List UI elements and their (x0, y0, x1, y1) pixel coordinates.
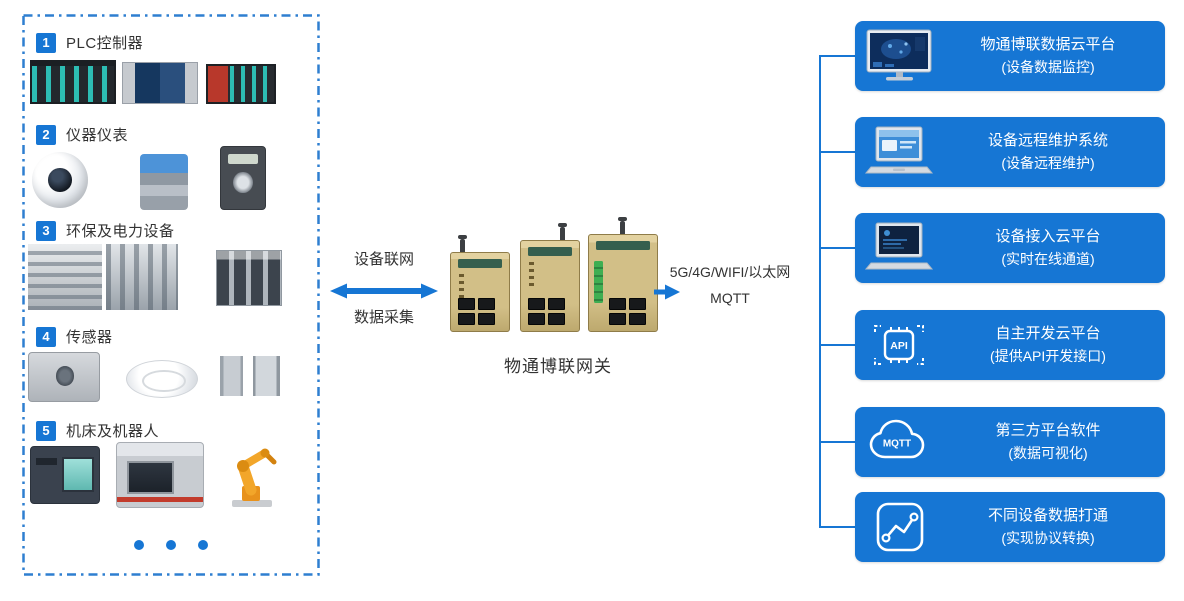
category-number: 3 (36, 220, 56, 241)
card-title: 第三方平台软件 (995, 422, 1101, 439)
category-instruments: 2 仪器仪表 (36, 124, 128, 145)
category-number: 4 (36, 326, 56, 347)
network-label: 5G/4G/WIFI/以太网 (669, 264, 791, 280)
connector-branch (819, 55, 855, 57)
category-label: 传感器 (66, 329, 113, 346)
card-subtitle: (设备数据监控) (1001, 59, 1095, 75)
gateway-body (450, 252, 510, 332)
right-arrow-icon (654, 284, 680, 300)
card-data-interworking: 不同设备数据打通 (实现协议转换) (855, 492, 1165, 562)
cnc-machine-image (116, 442, 204, 508)
plc-module-image (122, 62, 198, 104)
card-data-cloud-platform: 物通博联数据云平台 (设备数据监控) (855, 21, 1165, 91)
card-title: 设备接入云平台 (995, 228, 1101, 245)
terminal-block (594, 261, 603, 303)
gateway-ports (528, 298, 572, 325)
camera-image (32, 152, 88, 208)
antenna-icon (458, 235, 467, 253)
connector-branch (819, 151, 855, 153)
cnc-lathe-image (30, 446, 100, 504)
card-subtitle: (实现协议转换) (1001, 530, 1095, 546)
gateway-leds (459, 274, 464, 300)
category-plc: 1 PLC控制器 (36, 32, 143, 53)
control-valve-image (140, 154, 188, 210)
gateway-device-3 (588, 217, 658, 332)
power-plant-image (106, 244, 178, 310)
card-third-party-software: MQTT 第三方平台软件 (数据可视化) (855, 407, 1165, 477)
connector-branch (819, 247, 855, 249)
gateway-ports (458, 298, 502, 325)
mqtt-cloud-icon: MQTT (855, 415, 943, 469)
category-machines-robots: 5 机床及机器人 (36, 420, 159, 441)
gateway-device-2 (520, 223, 580, 332)
uplink-label: 设备联网 (353, 251, 414, 268)
category-label: 机床及机器人 (66, 423, 160, 440)
antenna-icon (618, 217, 627, 235)
svg-text:MQTT: MQTT (883, 439, 911, 450)
card-title: 设备远程维护系统 (987, 132, 1108, 149)
category-label: 环保及电力设备 (66, 223, 175, 240)
gateway-leds (529, 262, 534, 288)
ellipsis-dot (134, 540, 144, 550)
magnetic-sensor-image (220, 356, 280, 396)
card-subtitle: (提供API开发接口) (990, 348, 1106, 364)
category-label: 仪器仪表 (66, 127, 129, 144)
gateway-device-1 (450, 235, 510, 332)
svg-text:API: API (890, 340, 908, 352)
card-title: 物通博联数据云平台 (980, 36, 1116, 53)
card-self-developed-api: API 自主开发云平台 (提供API开发接口) (855, 310, 1165, 380)
chart-line-icon (855, 500, 943, 554)
category-environment-power: 3 环保及电力设备 (36, 220, 175, 241)
card-remote-maintenance: 设备远程维护系统 (设备远程维护) (855, 117, 1165, 187)
downlink-label: 数据采集 (353, 309, 414, 326)
card-title: 自主开发云平台 (995, 325, 1101, 342)
api-chip-icon: API (855, 318, 943, 372)
robot-arm-image (220, 436, 286, 508)
gateway-logo (596, 241, 650, 250)
plc-rack-image (30, 60, 116, 104)
category-number: 1 (36, 32, 56, 53)
energy-meter-image (220, 146, 266, 210)
monitor-dashboard-icon (855, 29, 943, 83)
gateway-ports (609, 298, 650, 325)
ellipsis-dot (198, 540, 208, 550)
card-subtitle: (实时在线通道) (1001, 251, 1095, 267)
category-label: PLC控制器 (66, 35, 144, 52)
electric-cabinet-image (216, 250, 282, 306)
connector-trunk (819, 55, 821, 527)
antenna-icon (558, 223, 567, 241)
category-number: 2 (36, 124, 56, 145)
ellipsis-dot (166, 540, 176, 550)
bidirectional-arrow-icon (330, 283, 438, 299)
card-device-access: 设备接入云平台 (实时在线通道) (855, 213, 1165, 283)
connector-branch (819, 441, 855, 443)
gateway-caption: 物通博联网关 (504, 357, 612, 376)
card-subtitle: (设备远程维护) (1001, 155, 1095, 171)
connector-branch (819, 344, 855, 346)
sensor-box-image (28, 352, 100, 402)
smoke-detector-image (126, 360, 198, 398)
category-number: 5 (36, 420, 56, 441)
plc-compact-image (206, 64, 276, 104)
gateway-body (588, 234, 658, 332)
dashed-border (22, 14, 320, 576)
gateway-logo (458, 259, 502, 268)
category-sensors: 4 传感器 (36, 326, 113, 347)
gateway-body (520, 240, 580, 332)
laptop-terminal-icon (855, 221, 943, 275)
protocol-label: MQTT (710, 290, 750, 306)
more-devices-ellipsis (22, 540, 320, 550)
gateway-logo (528, 247, 572, 256)
connector-branch (819, 526, 855, 528)
card-title: 不同设备数据打通 (987, 507, 1108, 524)
water-treatment-image (28, 244, 102, 310)
card-subtitle: (数据可视化) (1008, 445, 1088, 461)
device-categories-panel: 1 PLC控制器 2 仪器仪表 3 环保及电力设备 4 传感器 5 机床及机器人 (22, 14, 320, 576)
robot-arm-icon (232, 448, 277, 507)
laptop-icon (855, 125, 943, 179)
